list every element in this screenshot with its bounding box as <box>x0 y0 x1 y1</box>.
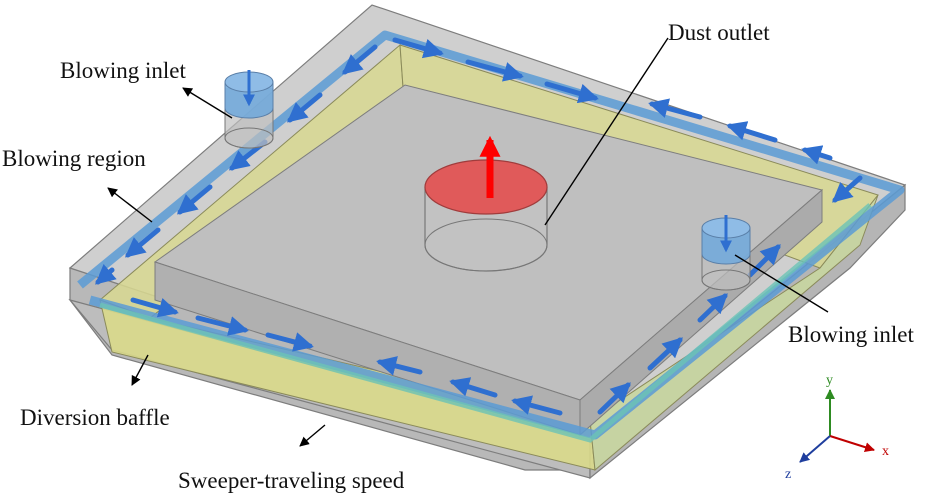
blowing-band-lower <box>99 203 872 443</box>
flow-arrow <box>286 92 323 123</box>
leader-blowing-inlet-top <box>182 87 233 119</box>
label-blowing-inlet-right: Blowing inlet <box>788 322 914 347</box>
flow-arrow <box>648 98 703 120</box>
flow-arrow <box>647 337 683 371</box>
outlet-base <box>424 218 548 272</box>
axis-z-label: z <box>785 467 791 482</box>
flow-arrow <box>130 297 179 318</box>
flow-arrow <box>801 145 833 165</box>
flow-arrow <box>265 332 314 352</box>
flow-arrow <box>195 315 249 336</box>
flow-arrow <box>597 382 631 415</box>
leader-diversion-baffle <box>131 354 149 386</box>
flow-arrow <box>697 293 728 323</box>
flow-arrow <box>176 184 213 215</box>
flow-arrow <box>831 175 863 203</box>
dust-outlet-cylinder <box>424 135 548 272</box>
flow-arrow <box>511 395 563 416</box>
axis-z-line <box>799 435 831 463</box>
blowing-inlet-left-cylinder <box>224 70 274 149</box>
leader-lines <box>107 37 829 447</box>
leader-blowing-inlet-right <box>734 254 829 313</box>
flow-arrow <box>726 121 778 143</box>
flow-arrow <box>124 227 161 258</box>
flow-arrow <box>376 356 423 376</box>
label-blowing-region: Blowing region <box>2 146 146 171</box>
outlet-top <box>424 159 548 215</box>
flow-arrow <box>341 44 378 75</box>
axis-x-line <box>829 435 875 453</box>
blowing-region-band <box>77 30 905 443</box>
label-diversion-baffle: Diversion baffle <box>20 405 170 430</box>
axis-x-label: x <box>882 444 889 459</box>
flow-arrow <box>94 263 117 285</box>
flow-arrows <box>94 37 863 416</box>
label-sweeper-speed: Sweeper-traveling speed <box>178 468 405 493</box>
flow-arrow <box>449 377 498 398</box>
label-blowing-inlet-top: Blowing inlet <box>60 58 186 83</box>
blowing-inlet-right-cylinder <box>701 215 751 291</box>
leader-dust-outlet <box>544 37 669 226</box>
flow-arrow <box>465 59 524 82</box>
flow-arrow <box>747 244 781 278</box>
flow-arrow <box>392 37 444 59</box>
leader-blowing-region <box>107 187 153 223</box>
blowing-band-top <box>77 30 905 440</box>
flow-arrow <box>544 81 599 104</box>
coordinate-axes: y x z <box>785 373 889 482</box>
label-dust-outlet: Dust outlet <box>668 20 770 45</box>
axis-y-label: y <box>826 373 833 388</box>
leader-sweeper-speed <box>299 424 326 447</box>
